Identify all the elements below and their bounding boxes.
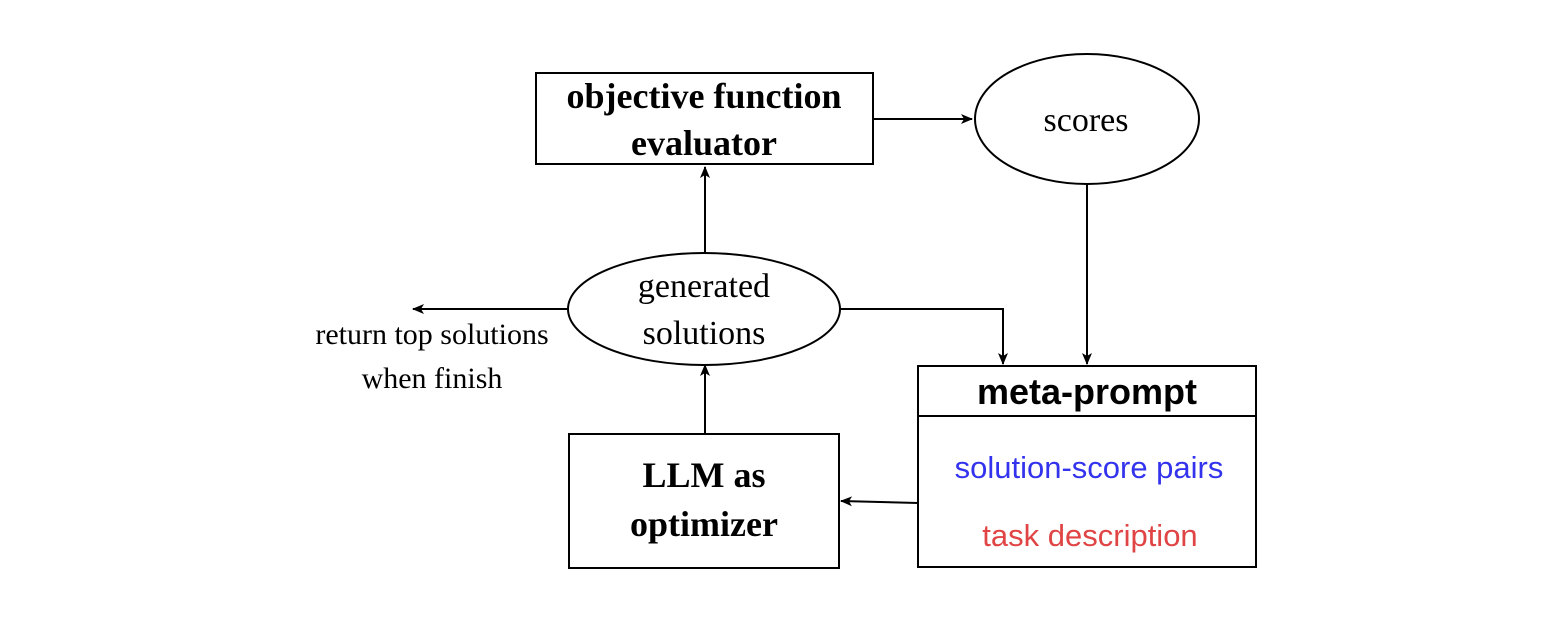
generated-solutions-ellipse: [567, 252, 841, 366]
meta-prompt-box: [917, 365, 1257, 568]
evaluator-label-line2: evaluator: [631, 123, 777, 163]
return-annotation: return top solutions when finish: [315, 318, 548, 395]
meta-prompt-node: meta-prompt solution-score pairs task de…: [917, 365, 1257, 568]
arrow-generated-to-meta-prompt: [840, 308, 1008, 365]
llm-optimizer-node: LLM as optimizer: [568, 433, 840, 569]
llm-optimizer-line2: optimizer: [630, 504, 778, 544]
solution-score-pairs-label: solution-score pairs: [955, 450, 1224, 485]
edges: [412, 114, 1092, 507]
evaluator-box: [535, 72, 874, 165]
meta-prompt-title: meta-prompt: [977, 371, 1197, 412]
generated-solutions-line2: solutions: [643, 315, 766, 352]
return-label-line2: when finish: [362, 362, 503, 395]
evaluator-node: objective function evaluator: [535, 72, 874, 165]
return-label-line1: return top solutions: [315, 318, 548, 351]
task-description-label: task description: [982, 518, 1197, 553]
evaluator-label-line1: objective function: [567, 76, 842, 116]
llm-optimizer-box: [568, 433, 840, 569]
scores-ellipse: [974, 53, 1200, 185]
generated-solutions-line1: generated: [638, 268, 770, 305]
llm-optimizer-line1: LLM as: [642, 455, 765, 495]
scores-node: scores: [974, 53, 1200, 185]
scores-label: scores: [1044, 102, 1129, 139]
arrow-meta-prompt-to-llm: [840, 496, 919, 507]
generated-solutions-node: generated solutions: [567, 252, 841, 366]
